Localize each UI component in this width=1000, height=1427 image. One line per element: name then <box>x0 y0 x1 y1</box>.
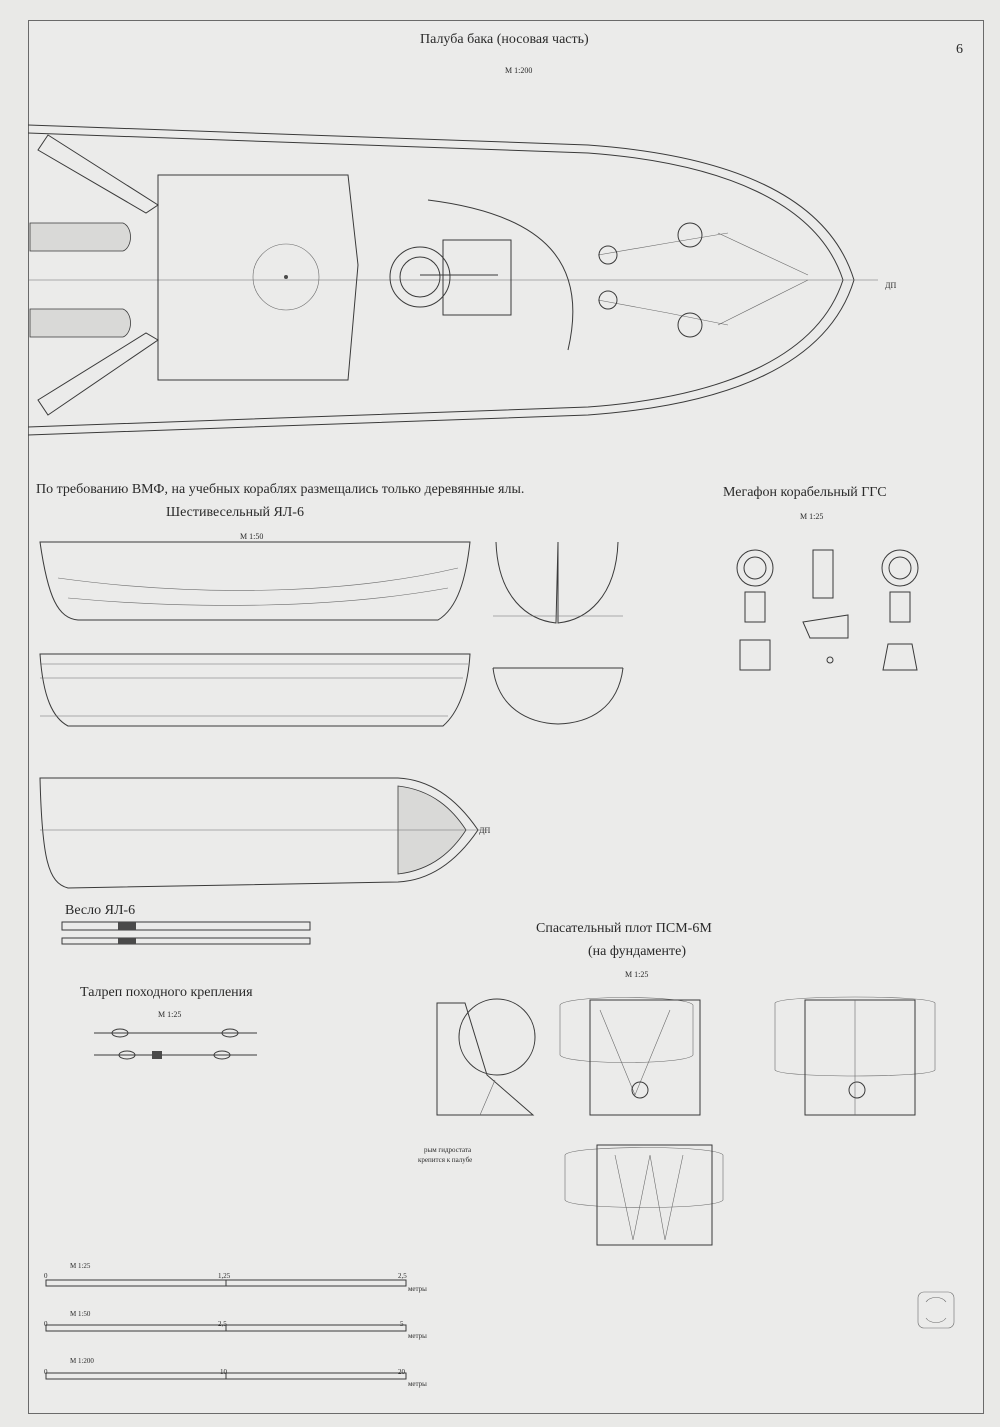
boat-scale: М 1:50 <box>240 532 264 541</box>
corner-emblem-icon <box>917 1291 955 1329</box>
scale-bar-3-tick-1: 10 <box>220 1368 227 1376</box>
raft-scale: М 1:25 <box>625 970 649 979</box>
deck-plan-drawing <box>28 124 878 436</box>
raft-title-line2: (на фундаменте) <box>588 944 686 959</box>
scale-bar-1-tick-1: 1,25 <box>218 1272 231 1280</box>
scale-bar-2-tick-2: 5 <box>400 1320 404 1328</box>
page-number: 6 <box>956 42 963 57</box>
deck-centerline-label: ДП <box>885 281 897 290</box>
boat-drawings <box>39 541 624 889</box>
boat-centerline-label: ДП <box>479 826 491 835</box>
scale-bar-3-tick-0: 0 <box>44 1368 48 1376</box>
scale-bar-2-tick-0: 0 <box>44 1320 48 1328</box>
raft-note-line2: крепится к палубе <box>418 1156 473 1164</box>
scale-bar-1-unit: метры <box>408 1285 427 1293</box>
megaphone-scale: М 1:25 <box>800 512 824 521</box>
deck-plan-title: Палуба бака (носовая часть) <box>420 32 589 47</box>
scale-bars-drawing <box>45 1279 407 1380</box>
boat-title: Шестивесельный ЯЛ-6 <box>166 505 304 520</box>
oar-title: Весло ЯЛ-6 <box>65 903 136 918</box>
lanyard-title: Талреп походного крепления <box>80 985 253 1000</box>
scale-bar-2-label: М 1:50 <box>70 1310 91 1318</box>
deck-plan-scale: М 1:200 <box>505 66 533 75</box>
drawing-sheet <box>28 20 984 1414</box>
oar-drawing <box>61 921 311 945</box>
raft-title-line1: Спасательный плот ПСМ-6М <box>536 921 712 936</box>
lanyard-drawing <box>94 1028 257 1060</box>
raft-drawings <box>436 996 936 1246</box>
scale-bar-3-tick-2: 20 <box>398 1368 405 1376</box>
scale-bar-2-unit: метры <box>408 1332 427 1340</box>
raft-note-line1: рым гидростата <box>424 1146 472 1154</box>
megaphone-title: Мегафон корабельный ГГС <box>723 485 887 500</box>
scale-bar-1-label: М 1:25 <box>70 1262 91 1270</box>
scale-bar-3-unit: метры <box>408 1380 427 1388</box>
scale-bar-3-label: М 1:200 <box>70 1357 94 1365</box>
megaphone-drawings <box>736 549 919 671</box>
boats-note: По требованию ВМФ, на учебных кораблях р… <box>36 482 525 497</box>
scale-bar-1-tick-0: 0 <box>44 1272 48 1280</box>
scale-bar-2-tick-1: 2,5 <box>218 1320 227 1328</box>
lanyard-scale: М 1:25 <box>158 1010 182 1019</box>
scale-bar-1-tick-2: 2,5 <box>398 1272 407 1280</box>
